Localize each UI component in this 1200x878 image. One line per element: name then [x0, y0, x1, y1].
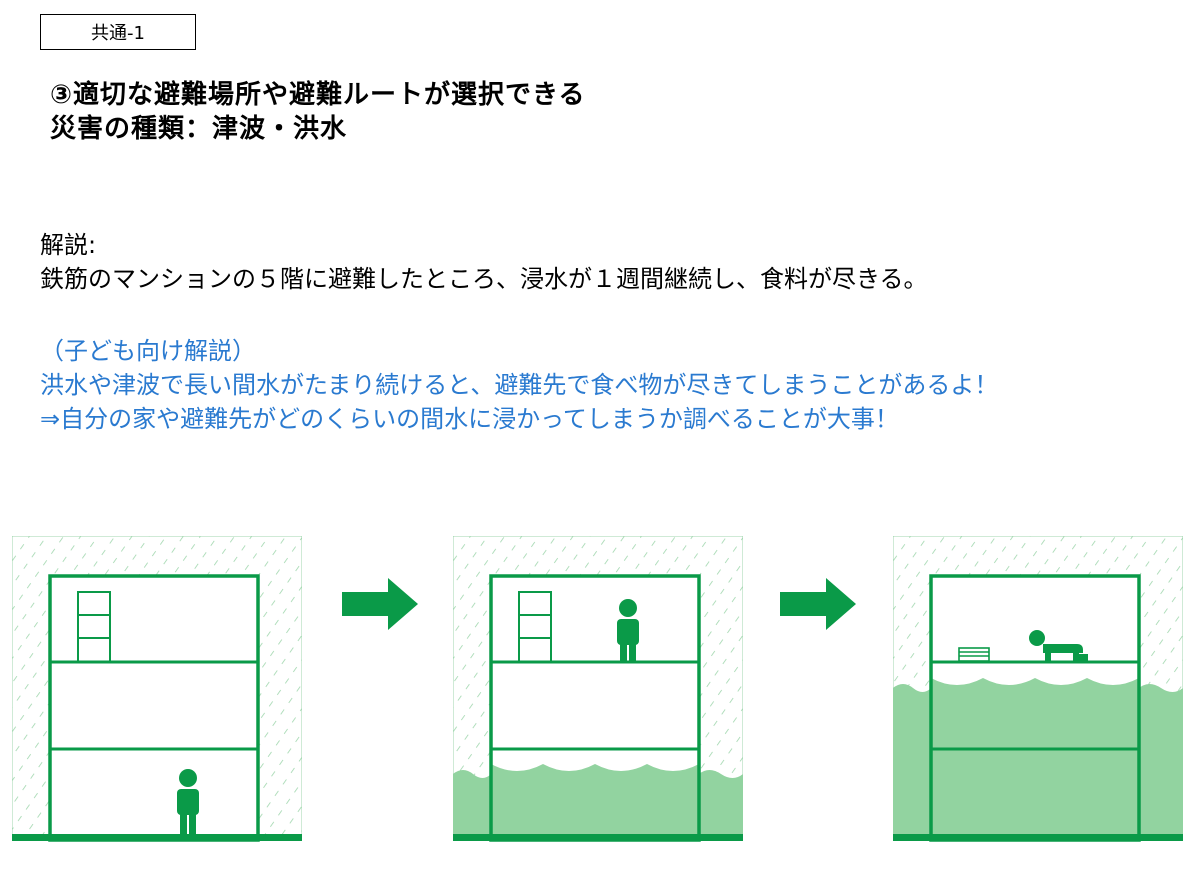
document-tag: 共通-1 [40, 14, 196, 50]
kids-explanation-section: （子ども向け解説） 洪水や津波で長い間水がたまり続けると、避難先で食べ物が尽きて… [40, 334, 998, 436]
explanation-text: 鉄筋のマンションの５階に避難したところ、浸水が１週間継続し、食料が尽きる。 [40, 265, 928, 293]
building-interior [50, 576, 258, 840]
heading-line-2: 災害の種類：津波・洪水 [50, 114, 348, 144]
person-standing-icon [177, 769, 199, 838]
page-heading: ③適切な避難場所や避難ルートが選択できる 災害の種類：津波・洪水 [50, 78, 586, 146]
shelf-icon [77, 591, 111, 663]
flood-water-inside [491, 764, 699, 840]
kids-explanation-label: （子ども向け解説） [40, 337, 256, 365]
explanation-label: 解説: [40, 231, 97, 259]
flood-water-outside-right [699, 770, 743, 840]
flood-water-outside-right [1139, 684, 1183, 840]
document-tag-label: 共通-1 [91, 23, 145, 44]
arrow-right-icon [780, 578, 856, 630]
scene-panel-1 [12, 536, 302, 842]
scene-panel-2 [453, 536, 743, 842]
kids-explanation-line-1: 洪水や津波で長い間水がたまり続けると、避難先で食べ物が尽きてしまうことがあるよ！ [40, 371, 999, 399]
ground-line [893, 834, 1183, 841]
arrow-right-icon [342, 578, 418, 630]
flood-water-outside-left [453, 770, 491, 840]
heading-line-1: ③適切な避難場所や避難ルートが選択できる [50, 80, 586, 110]
scene-panel-3 [893, 536, 1183, 842]
flood-water-inside [931, 678, 1139, 840]
ground-line [12, 834, 302, 841]
kids-explanation-line-2: ⇒自分の家や避難先がどのくらいの間水に浸かってしまうか調べることが大事！ [40, 405, 899, 433]
small-shelf-icon [958, 647, 990, 662]
ground-line [453, 834, 743, 841]
shelf-icon [518, 591, 552, 663]
explanation-section: 解説: 鉄筋のマンションの５階に避難したところ、浸水が１週間継続し、食料が尽きる… [40, 228, 928, 296]
person-crawling-icon [1029, 630, 1088, 661]
person-standing-icon [617, 599, 639, 661]
flood-water-outside-left [893, 684, 931, 840]
